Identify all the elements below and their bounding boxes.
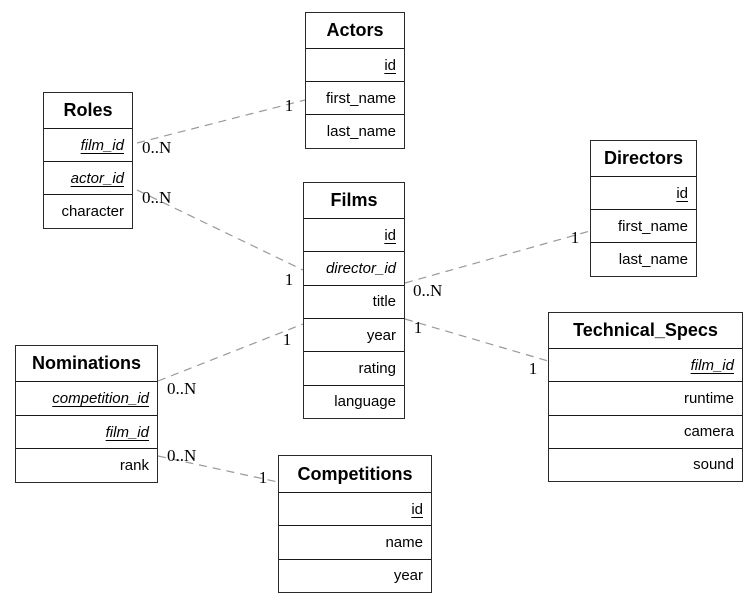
cardinality-label: 0..N [167, 379, 196, 398]
relationship-line-roles-actors [136, 99, 306, 144]
attribute-nominations-rank: rank [119, 457, 149, 475]
attribute-films-id: id [304, 219, 404, 253]
attribute-technical-specs-camera: camera [549, 416, 742, 449]
attribute-technical-specs-film-id: film_id [549, 349, 742, 383]
entity-title-roles: Roles [44, 93, 132, 129]
cardinality-label: 1 [571, 228, 580, 247]
attribute-technical-specs-runtime: runtime [549, 382, 742, 416]
attribute-competitions-year: year [393, 567, 423, 585]
relationship-line-nominations-competitions [157, 455, 279, 483]
attribute-technical-specs-sound: sound [693, 456, 734, 474]
relationship-line-films-directors [404, 230, 591, 284]
attribute-films-language: language [334, 393, 396, 411]
cardinality-label: 0..N [413, 281, 442, 300]
relationship-line-roles-films [136, 189, 304, 271]
attribute-films-title: title [304, 286, 404, 319]
entity-title-actors: Actors [306, 13, 404, 49]
attribute-actors-id: id [306, 49, 404, 83]
attribute-nominations-competition-id: competition_id [16, 382, 157, 416]
attribute-actors-first-name: first_name [306, 82, 404, 116]
cardinality-label: 1 [529, 359, 538, 378]
attribute-directors-first-name: first_name [591, 210, 696, 244]
cardinality-label: 1 [285, 96, 294, 115]
attribute-directors-last-name: last_name [618, 250, 688, 268]
attribute-films-director-id: director_id [304, 252, 404, 286]
attribute-directors-id: id [591, 177, 696, 211]
entity-title-films: Films [304, 183, 404, 219]
attribute-competitions-id: id [279, 493, 431, 527]
cardinality-label: 1 [285, 270, 294, 289]
entity-title-nominations: Nominations [16, 346, 157, 382]
cardinality-label: 0..N [167, 446, 196, 465]
cardinality-label: 0..N [142, 138, 171, 157]
attribute-films-rating: rating [304, 352, 404, 386]
attribute-nominations-film-id: film_id [16, 416, 157, 450]
attribute-competitions-name: name [279, 526, 431, 560]
entity-title-competitions: Competitions [279, 456, 431, 493]
attribute-actors-last-name: last_name [326, 122, 396, 140]
entity-title-technical-specs: Technical_Specs [549, 313, 742, 349]
entity-title-directors: Directors [591, 141, 696, 177]
cardinality-label: 1 [259, 468, 268, 487]
attribute-roles-film-id: film_id [44, 129, 132, 163]
cardinality-label: 0..N [142, 188, 171, 207]
relationship-line-films-technical-specs [404, 318, 549, 362]
attribute-roles-character: character [61, 202, 124, 220]
cardinality-label: 1 [414, 318, 423, 337]
attribute-films-year: year [304, 319, 404, 353]
cardinality-label: 1 [283, 330, 292, 349]
attribute-roles-actor-id: actor_id [44, 162, 132, 196]
relationship-line-nominations-films [157, 323, 304, 382]
